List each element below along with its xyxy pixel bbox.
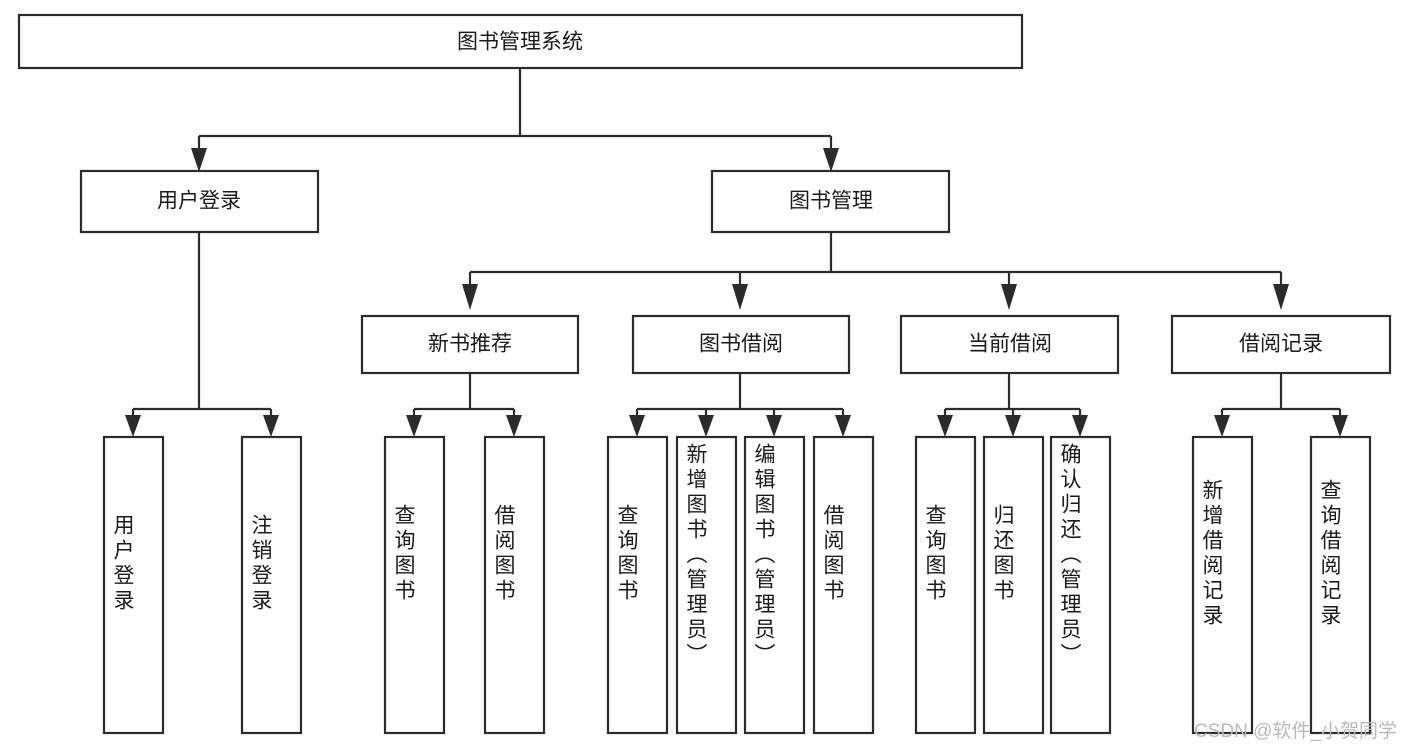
leaf-label-book-borrow-0: 查询图书 [615,504,638,604]
node-box-leaf-borrow-record-1[interactable] [1309,435,1372,735]
arrowhead-book-borrow-leaf-0 [629,415,645,437]
node-box-leaf-current-borrow-2[interactable] [1049,435,1112,735]
node-box-book-manage[interactable] [710,169,951,234]
node-label-new-book-recommend: 新书推荐 [428,333,512,356]
node-label-book-manage: 图书管理 [789,190,873,213]
node-label-user-login: 用户登录 [157,190,241,213]
node-box-leaf-new-book-0[interactable] [383,435,446,735]
node-box-book-borrow[interactable] [631,314,851,375]
node-label-book-borrow: 图书借阅 [699,333,783,356]
arrowhead-user-login-leaf-1 [263,415,279,437]
node-box-borrow-record[interactable] [1170,314,1392,375]
leaf-label-new-book-1: 借阅图书 [492,504,515,604]
arrowhead-user-login [191,148,207,172]
node-box-leaf-current-borrow-0[interactable] [914,435,977,735]
arrowhead-new-book-leaf-0 [406,415,422,437]
arrowhead-current-borrow [1001,284,1017,310]
node-box-new-book-recommend[interactable] [360,314,580,375]
leaf-label-user-login-1: 注销登录 [249,514,272,614]
node-box-user-login[interactable] [79,169,320,234]
leaf-label-user-login-0: 用户登录 [111,514,134,614]
leaf-label-current-borrow-0: 查询图书 [923,504,946,604]
arrowhead-current-borrow-leaf-1 [1005,415,1021,437]
node-box-leaf-user-login-1[interactable] [240,435,303,735]
node-box-leaf-book-borrow-1[interactable] [675,435,738,735]
leaf-label-book-borrow-2: 编辑图书（管理员） [752,443,775,668]
arrowhead-layer [125,148,1348,437]
node-box-current-borrow[interactable] [899,314,1120,375]
arrowhead-borrow-record-leaf-1 [1332,415,1348,437]
arrowhead-book-manage [823,148,839,172]
leaf-label-borrow-record-0: 新增借阅记录 [1200,479,1223,629]
node-box-root[interactable] [17,13,1024,70]
csdn-watermark: CSDN @软件_小贺同学 [1194,721,1397,742]
arrowhead-borrow-record-leaf-0 [1214,415,1230,437]
leaf-label-borrow-record-1: 查询借阅记录 [1318,479,1341,629]
node-label-borrow-record: 借阅记录 [1239,333,1323,356]
arrowhead-book-borrow-leaf-3 [835,415,851,437]
leaf-label-book-borrow-1: 新增图书（管理员） [684,443,707,668]
leaf-label-new-book-0: 查询图书 [392,504,415,604]
node-box-leaf-current-borrow-1[interactable] [982,435,1045,735]
arrowhead-new-book-leaf-1 [506,415,522,437]
node-box-leaf-user-login-0[interactable] [102,435,165,735]
node-box-leaf-new-book-1[interactable] [483,435,546,735]
arrowhead-current-borrow-leaf-2 [1072,415,1088,437]
leaf-label-book-borrow-3: 借阅图书 [821,504,844,604]
node-box-leaf-book-borrow-2[interactable] [743,435,806,735]
arrowhead-book-borrow-leaf-2 [766,415,782,437]
leaf-label-current-borrow-1: 归还图书 [991,504,1014,604]
node-box-leaf-book-borrow-0[interactable] [606,435,669,735]
arrowhead-new-book [462,284,478,310]
arrowhead-book-borrow-leaf-1 [698,415,714,437]
leaf-label-current-borrow-2: 确认归还（管理员） [1058,443,1081,668]
node-box-leaf-borrow-record-0[interactable] [1191,435,1254,735]
arrowhead-borrow-record [1273,284,1289,310]
node-label-root: 图书管理系统 [457,31,583,54]
arrowhead-book-borrow [732,284,748,310]
node-box-leaf-book-borrow-3[interactable] [812,435,875,735]
arrowhead-user-login-leaf-0 [125,415,141,437]
node-layer: 图书管理系统 用户登录 图书管理 新书推荐 图书借阅 当前借阅 借阅记录 [17,13,1392,735]
node-label-current-borrow: 当前借阅 [968,333,1052,356]
arrowhead-current-borrow-leaf-0 [937,415,953,437]
